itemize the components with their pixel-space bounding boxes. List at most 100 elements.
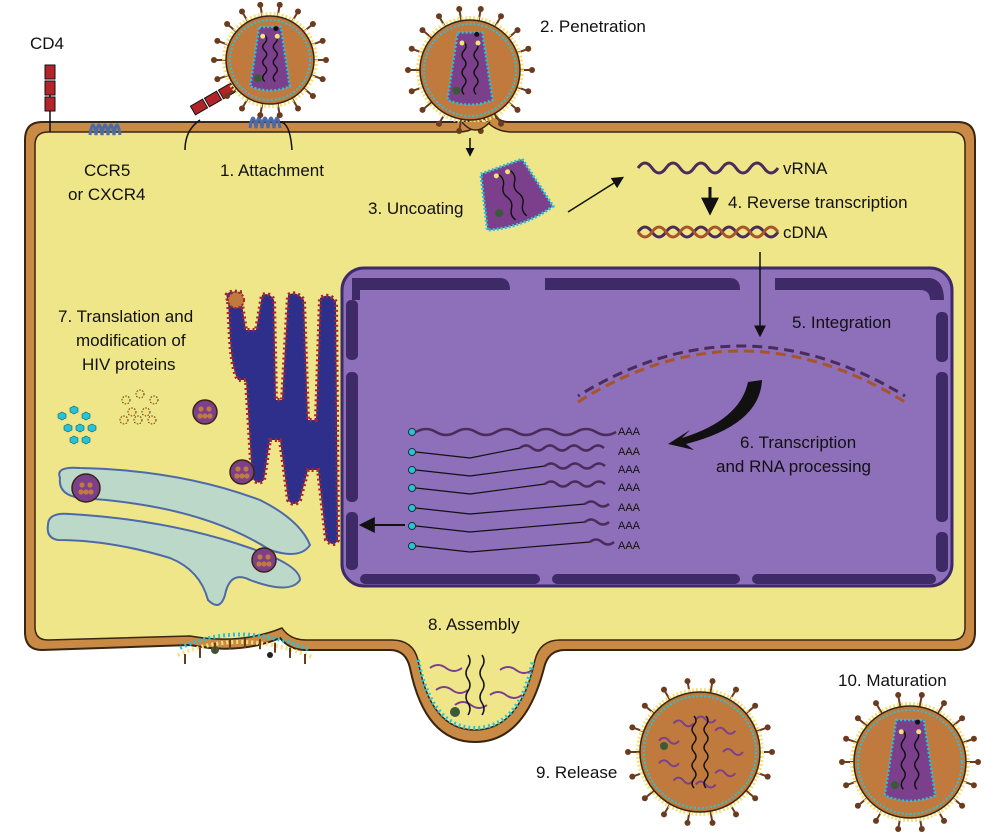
nuclear-envelope-segment	[346, 300, 358, 360]
label-penetration: 2. Penetration	[540, 17, 646, 36]
spike-tip	[854, 715, 861, 722]
transcription-arrow	[668, 380, 762, 450]
viral-rna	[461, 41, 467, 95]
vesicle-protein	[197, 413, 203, 419]
vesicle-membrane	[251, 547, 277, 573]
five-prime-cap	[408, 484, 416, 492]
label-cdna: cDNA	[783, 223, 828, 242]
matrix-protein	[135, 389, 145, 399]
vesicle-protein	[266, 561, 272, 567]
label-translation-line3: HIV proteins	[82, 355, 176, 374]
lipid-envelope-outer	[222, 12, 318, 108]
label-attachment: 1. Attachment	[220, 161, 324, 180]
spike-tip	[959, 715, 966, 722]
spike-tip	[214, 37, 221, 44]
gag-polyprotein	[722, 748, 744, 756]
viral-matrix	[639, 691, 761, 813]
nuclear-envelope-segment	[752, 574, 936, 584]
vrna-strand	[636, 161, 780, 175]
capsid-core	[248, 25, 292, 92]
spliced-junction	[415, 465, 546, 477]
cd4-receptor	[44, 64, 56, 132]
spliced-rna-exon	[544, 462, 606, 470]
spike-tip	[709, 678, 716, 685]
spike-tip	[918, 692, 925, 699]
spliced-junction	[415, 503, 586, 515]
vesicle-protein	[202, 413, 208, 419]
protease	[915, 719, 921, 725]
vesicle-protein	[257, 554, 263, 560]
spike-tip	[405, 67, 411, 73]
vesicle-protein	[235, 466, 241, 472]
rna-transcript: AAA	[408, 538, 641, 553]
vesicle-protein	[87, 482, 93, 488]
vesicle-protein	[206, 406, 212, 412]
capsid-hexamer	[63, 423, 73, 433]
spike-tip	[477, 5, 484, 12]
poly-a-tail: AAA	[618, 482, 641, 494]
nuclear-envelope-segment	[552, 574, 740, 584]
spike-tip	[641, 795, 648, 802]
label-release: 9. Release	[536, 763, 617, 782]
nuclear-envelope-segment	[936, 532, 948, 572]
rna-transcript: AAA	[408, 518, 641, 533]
nucleus	[340, 266, 954, 588]
virion-maturation	[839, 692, 981, 832]
poly-a-tail: AAA	[618, 426, 641, 438]
spike-tip	[257, 112, 264, 119]
spike-tip	[408, 45, 415, 52]
nuclear-envelope-segment	[346, 372, 358, 502]
spliced-rna-exon	[544, 480, 606, 488]
unspliced-rna	[415, 427, 617, 437]
spike-tip	[873, 700, 879, 707]
vesicle-protein	[207, 413, 213, 419]
spliced-rna-exon	[584, 518, 610, 526]
host-chromosome	[577, 344, 906, 404]
lipid-envelope-outer	[850, 702, 970, 822]
vesicle-membrane	[192, 399, 218, 425]
vesicle-membrane	[71, 473, 101, 503]
five-prime-cap	[408, 428, 416, 436]
label-vrna: vRNA	[783, 159, 828, 178]
transport-vesicle	[192, 399, 218, 425]
poly-a-tail: AAA	[618, 502, 641, 514]
rna-transcript: AAA	[408, 500, 641, 515]
vesicle-protein	[244, 473, 250, 479]
lipid-envelope-outer	[636, 688, 764, 816]
spike-tip	[918, 825, 925, 832]
virion-group	[211, 1, 981, 832]
vesicle-protein	[78, 489, 84, 495]
label-cxcr4: or CXCR4	[68, 185, 145, 204]
nuclear-envelope-segments	[346, 278, 948, 584]
spike-tip	[214, 76, 221, 83]
vesicle-protein	[261, 561, 267, 567]
spike-tip	[514, 27, 521, 34]
gag-polyprotein	[694, 715, 717, 724]
spike-tip	[769, 749, 775, 755]
spike-tip	[456, 5, 463, 12]
viral-rna	[703, 715, 709, 789]
label-transcription-line1: 6. Transcription	[740, 433, 856, 452]
spike-tip	[239, 105, 245, 112]
gag-polyprotein	[714, 769, 737, 778]
label-maturation: 10. Maturation	[838, 671, 947, 690]
spliced-junction	[415, 483, 546, 495]
spike-tip	[839, 759, 845, 765]
five-prime-cap	[408, 522, 416, 530]
integrase	[898, 729, 904, 735]
vesicle-protein	[243, 466, 249, 472]
vesicle-protein	[265, 554, 271, 560]
spike-tip	[684, 819, 691, 826]
ccr5-coreceptor	[88, 123, 122, 136]
spike-tip	[941, 817, 947, 824]
spike-tip	[629, 773, 636, 780]
virion-attachment	[211, 1, 329, 119]
poly-a-tail: AAA	[618, 446, 641, 458]
capsid-hexamer	[57, 411, 67, 421]
matrix-protein	[127, 407, 137, 417]
vesicle-protein	[88, 489, 94, 495]
spike-tip	[752, 702, 759, 709]
rna-transcript: AAA	[408, 480, 641, 495]
fusion-pore	[461, 121, 491, 131]
